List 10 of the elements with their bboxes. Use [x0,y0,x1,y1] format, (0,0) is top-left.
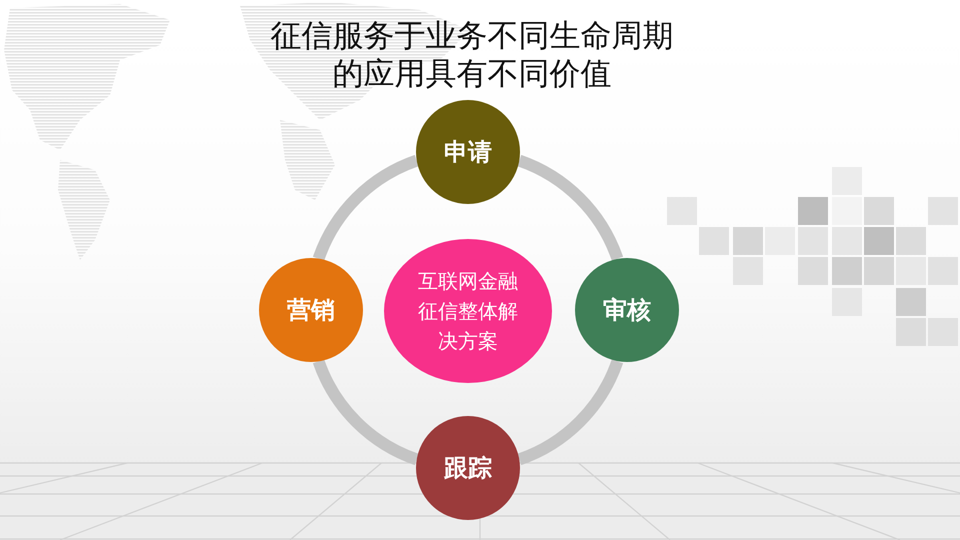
ring-arc [516,155,623,262]
stage-label: 审核 [603,295,651,325]
ring-arc [516,358,623,465]
ring-arc [313,358,420,465]
center-text: 互联网金融征信整体解决方案 [417,268,519,355]
stage-label: 申请 [444,137,492,167]
ring-arc [313,155,420,262]
stage-label: 营销 [287,295,335,325]
title: 征信服务于业务不同生命周期的应用具有不同价值 [270,17,674,93]
stage-label: 跟踪 [444,453,492,483]
